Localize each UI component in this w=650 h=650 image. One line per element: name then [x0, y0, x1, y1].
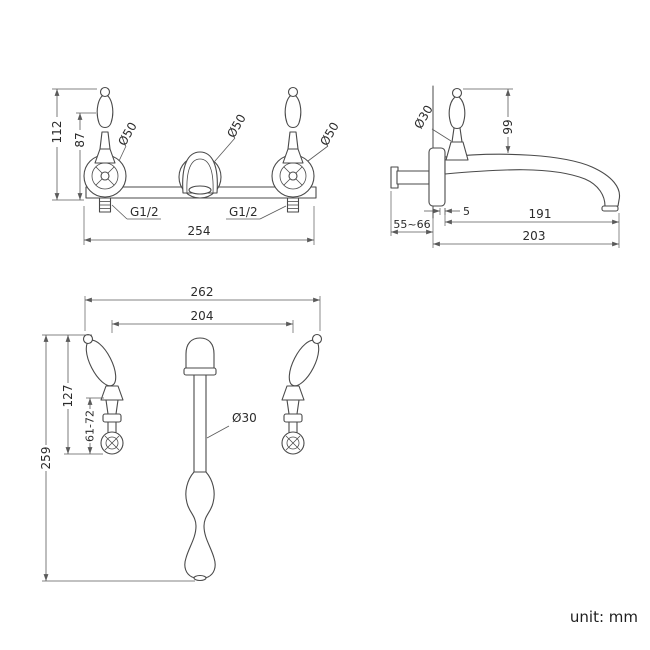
dia-label-spout: Ø30: [232, 411, 257, 425]
thread-label-left: G1/2: [130, 205, 159, 219]
leader-line: [111, 204, 128, 220]
spout-tip: [193, 574, 207, 582]
leader-line: [431, 128, 452, 142]
spout-aerator: [601, 205, 619, 212]
dim-upper-height: 127: [61, 385, 75, 408]
dim-handle-height: 87: [73, 132, 87, 147]
wall-flange: [428, 147, 446, 207]
dim-overall-width: 254: [188, 224, 211, 238]
unit-label: unit: mm: [570, 608, 638, 626]
dim-flange-depth: 5: [463, 205, 470, 218]
lever-handle: [448, 95, 466, 130]
dim-spout-reach: 191: [529, 207, 552, 221]
handle-neck: [451, 127, 463, 143]
spout-tube: [193, 374, 207, 473]
leader-line: [118, 145, 127, 162]
thread-label-right: G1/2: [229, 205, 258, 219]
handle-bonnet: [445, 141, 469, 161]
bottom-view: 262 204 127 61-72 259 Ø30: [39, 285, 326, 582]
spout-side: [444, 153, 621, 207]
dim-handle-height: 99: [501, 119, 515, 134]
dia-label-right: Ø50: [317, 120, 341, 148]
leader-line: [307, 145, 329, 162]
lever-ball-tip: [451, 87, 463, 99]
right-handle: [281, 333, 326, 455]
spout-body-inner-line: [186, 158, 214, 194]
dim-wall-depth-range: 55~66: [393, 218, 430, 231]
spout-outlet: [188, 185, 212, 195]
spout-collar: [183, 367, 217, 376]
dia-label-left: Ø50: [115, 120, 139, 148]
inlet-pipe: [396, 170, 430, 185]
dim-overall-width: 262: [191, 285, 214, 299]
side-view: Ø30 99 5 55~66 191 203: [390, 85, 621, 248]
spout-head: [185, 337, 215, 369]
dim-overall-height: 259: [39, 447, 53, 470]
dia-label-handle: Ø30: [411, 103, 435, 131]
spout-body-front: [182, 151, 218, 194]
leader-line: [259, 205, 287, 220]
dim-center-distance: 204: [191, 309, 214, 323]
dim-overall-reach: 203: [523, 229, 546, 243]
dia-label-center: Ø50: [224, 112, 248, 140]
leader-line: [206, 425, 230, 439]
dim-total-height: 112: [50, 121, 64, 144]
bottom-view-dimensions: 262 204 127 61-72 259 Ø30: [39, 285, 321, 582]
dim-adjust-range: 61-72: [84, 410, 97, 442]
front-view: 112 87 254 Ø50 Ø50 Ø50 G1/2 G1/2: [50, 86, 342, 245]
spout-bell: [184, 471, 216, 580]
leader-line: [214, 137, 236, 162]
